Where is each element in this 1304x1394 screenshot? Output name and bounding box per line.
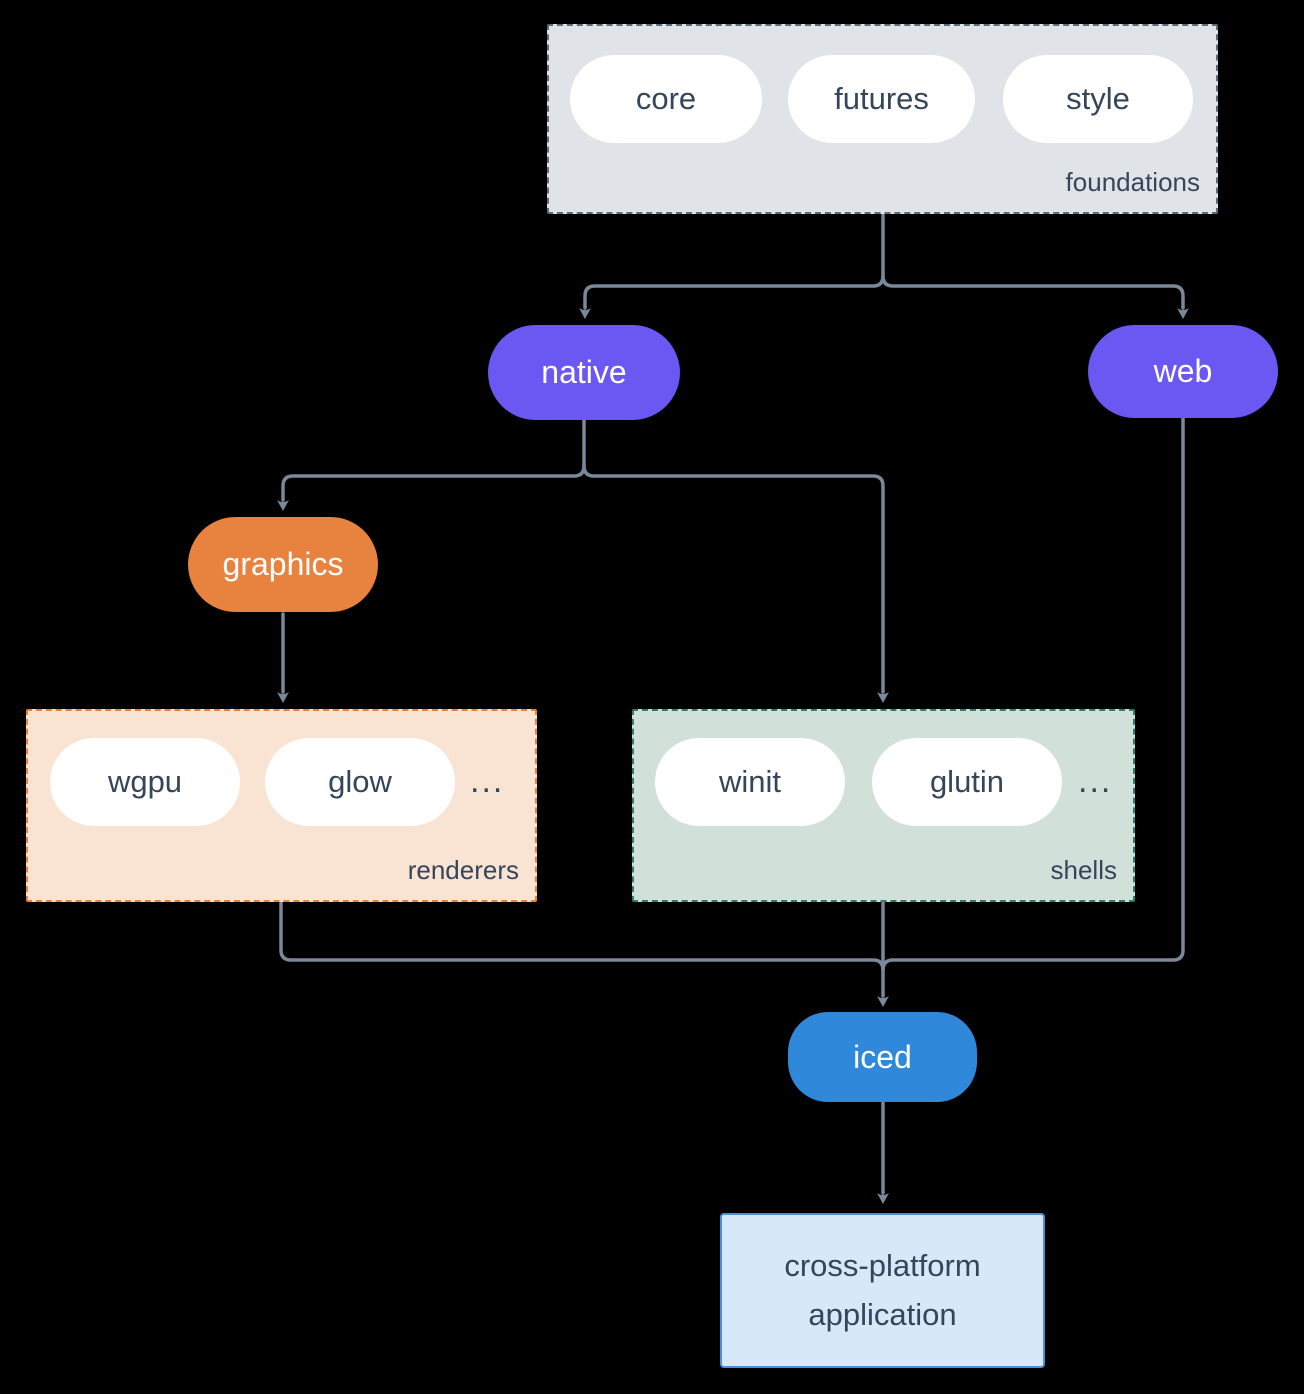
node-graphics: graphics [188,517,378,612]
node-native: native [488,325,680,420]
cross-platform-application-label: cross-platform application [784,1248,981,1332]
shells-group-label: shells [1050,855,1117,885]
edge-native-graphics [277,418,586,511]
node-core: core [570,55,762,143]
renderers-group-label: renderers [407,855,519,885]
shells-more-ellipsis: ... [1078,762,1113,800]
node-iced-label: iced [853,1038,912,1075]
node-style-label: style [1066,81,1130,116]
node-glutin-label: glutin [929,764,1005,799]
edge-foundations-native [579,213,885,319]
node-futures-label: futures [834,81,929,116]
node-winit-label: winit [718,764,781,799]
node-core-label: core [635,81,697,116]
renderers-more-ellipsis: ... [470,762,505,800]
node-glutin: glutin [872,738,1062,826]
node-wgpu-label: wgpu [107,764,183,799]
node-glow: glow [265,738,455,826]
node-wgpu: wgpu [50,738,240,826]
edge-native-shells [582,464,889,703]
edge-foundations-web [881,274,1189,319]
node-winit: winit [655,738,845,826]
node-iced: iced [788,1012,977,1102]
node-native-label: native [541,354,627,390]
node-web: web [1088,325,1278,418]
edge-renderers-merge [279,901,885,972]
node-futures: futures [788,55,975,143]
node-graphics-label: graphics [222,546,344,582]
cross-platform-application-box: cross-platform application [720,1213,1045,1368]
node-web-label: web [1153,353,1213,389]
foundations-group-label: foundations [1065,167,1200,197]
node-style: style [1003,55,1193,143]
node-glow-label: glow [328,764,392,799]
